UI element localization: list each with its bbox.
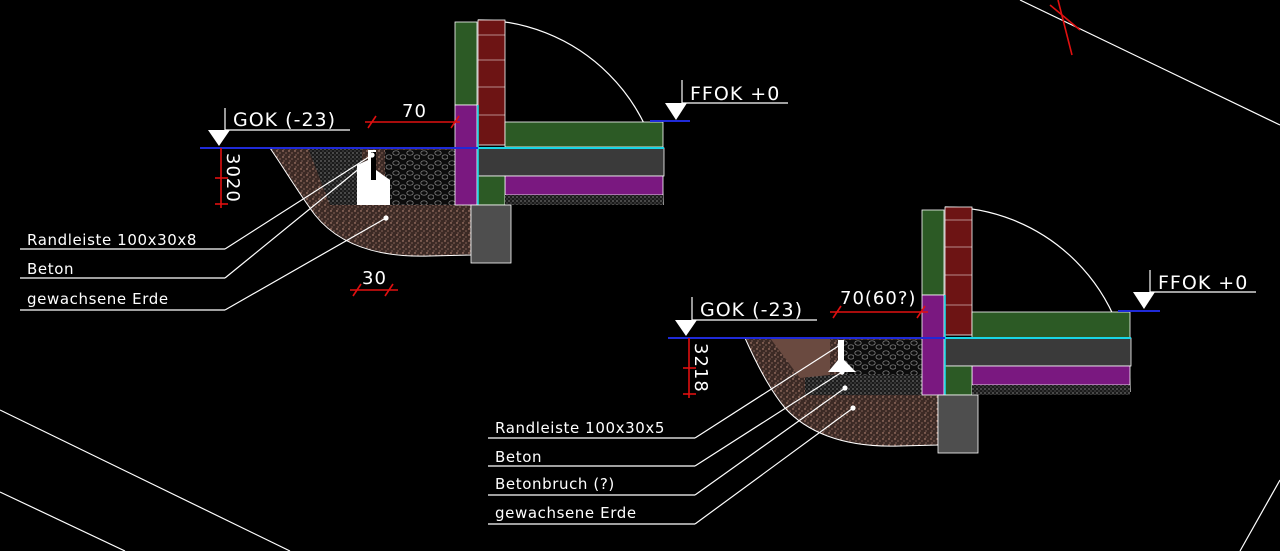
dim-width-2: 70(60?): [830, 288, 928, 319]
dim-width-2-label: 70(60?): [840, 288, 916, 309]
base-gravel: [505, 195, 663, 205]
floor-screed: [477, 147, 665, 177]
callout-1-erde: gewachsene Erde: [27, 290, 169, 308]
leaders-1: [20, 152, 389, 311]
floor-insulation-2: [971, 311, 1131, 339]
gok-label-2: GOK (-23): [700, 299, 803, 321]
detail-2: GOK (-23) FFOK +0 70(60?) 3218: [488, 206, 1256, 525]
floor-insulation: [504, 121, 664, 148]
callout-2-betonbruch: Betonbruch (?): [495, 475, 615, 493]
brick-wall-2: [944, 206, 973, 336]
leaders-2: [488, 342, 856, 525]
perimeter-insulation: [454, 21, 478, 106]
callout-1-beton: Beton: [27, 260, 74, 278]
ffok-marker-2: FFOK +0: [1133, 270, 1256, 309]
concrete-wedge: [308, 148, 362, 205]
dim-width-1: 70: [365, 101, 460, 129]
dim-height-1: 3020: [215, 148, 243, 208]
vapor-barrier-2: [971, 365, 1131, 386]
dim-height-2: 3218: [683, 338, 711, 398]
perimeter-insulation-2: [921, 209, 945, 296]
foundation-2: [937, 394, 979, 454]
callout-2-beton: Beton: [495, 448, 542, 466]
ffok-label-2: FFOK +0: [1158, 272, 1248, 294]
dim-height-2-label: 3218: [690, 343, 711, 393]
gok-marker-2: GOK (-23): [675, 297, 817, 336]
brick-wall: [477, 19, 506, 146]
callout-2-erde: gewachsene Erde: [495, 504, 637, 522]
detail-1: GOK (-23) FFOK +0 70 3020 30: [20, 19, 788, 311]
gok-label-1: GOK (-23): [233, 109, 336, 131]
gravel-layer: [385, 150, 460, 205]
concrete-wedge-2: [770, 338, 830, 378]
dim-width-1-label: 70: [402, 101, 427, 122]
betonbruch-layer: [805, 375, 923, 395]
ffok-marker-1: FFOK +0: [665, 80, 788, 120]
callout-2-randleiste: Randleiste 100x30x5: [495, 419, 665, 437]
ffok-label-1: FFOK +0: [690, 83, 780, 105]
foundation: [470, 204, 512, 264]
kerb-randleiste-2: [828, 340, 856, 372]
gok-marker-1: GOK (-23): [208, 108, 350, 146]
dim-bottom-1: 30: [350, 268, 398, 297]
callout-1-randleiste: Randleiste 100x30x8: [27, 231, 197, 249]
base-gravel-2: [972, 385, 1130, 395]
vapor-barrier: [504, 175, 664, 196]
gravel-layer-2: [842, 340, 922, 375]
floor-screed-2: [944, 337, 1132, 367]
dim-height-1-label: 3020: [222, 153, 243, 203]
dim-bottom-1-label: 30: [362, 268, 387, 289]
